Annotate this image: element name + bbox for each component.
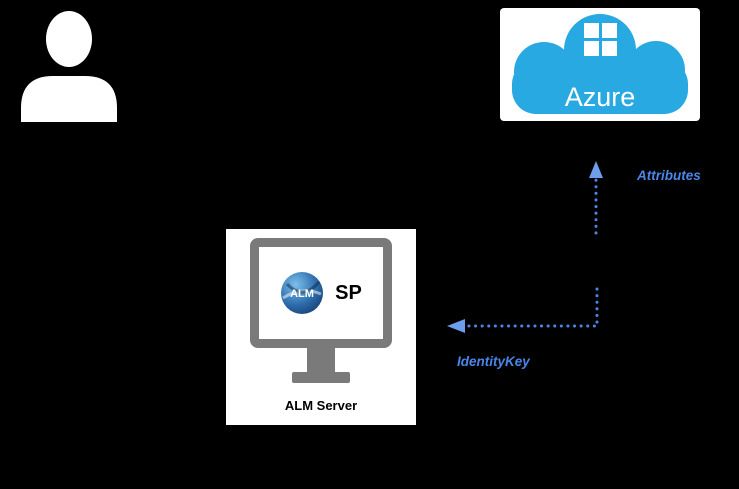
person-icon xyxy=(21,11,117,122)
monitor-stand xyxy=(307,347,335,372)
identitykey-arrow xyxy=(447,287,599,333)
alm-server-card: ALM SP ALM Server xyxy=(226,229,416,425)
attributes-arrowhead-icon xyxy=(589,161,603,178)
azure-label: Azure xyxy=(565,82,636,112)
monitor-icon: ALM SP xyxy=(250,238,392,348)
alm-logo-label: ALM xyxy=(290,288,314,300)
sp-label: SP xyxy=(335,281,362,304)
attributes-arrow xyxy=(589,161,603,235)
alm-server-caption: ALM Server xyxy=(284,398,358,413)
azure-cloud-icon: Azure xyxy=(512,14,688,114)
identitykey-label: IdentityKey xyxy=(457,354,530,369)
alm-logo-icon: ALM xyxy=(281,272,324,314)
cloud-shape xyxy=(512,14,688,114)
windows-logo-icon xyxy=(584,23,617,56)
identitykey-arrowhead-icon xyxy=(447,319,465,333)
identitykey-arrow-line xyxy=(462,287,599,328)
person-silhouette xyxy=(21,11,117,122)
azure-idp-card: Azure xyxy=(500,8,700,121)
attributes-label: Attributes xyxy=(637,168,701,183)
monitor-base xyxy=(292,372,350,383)
